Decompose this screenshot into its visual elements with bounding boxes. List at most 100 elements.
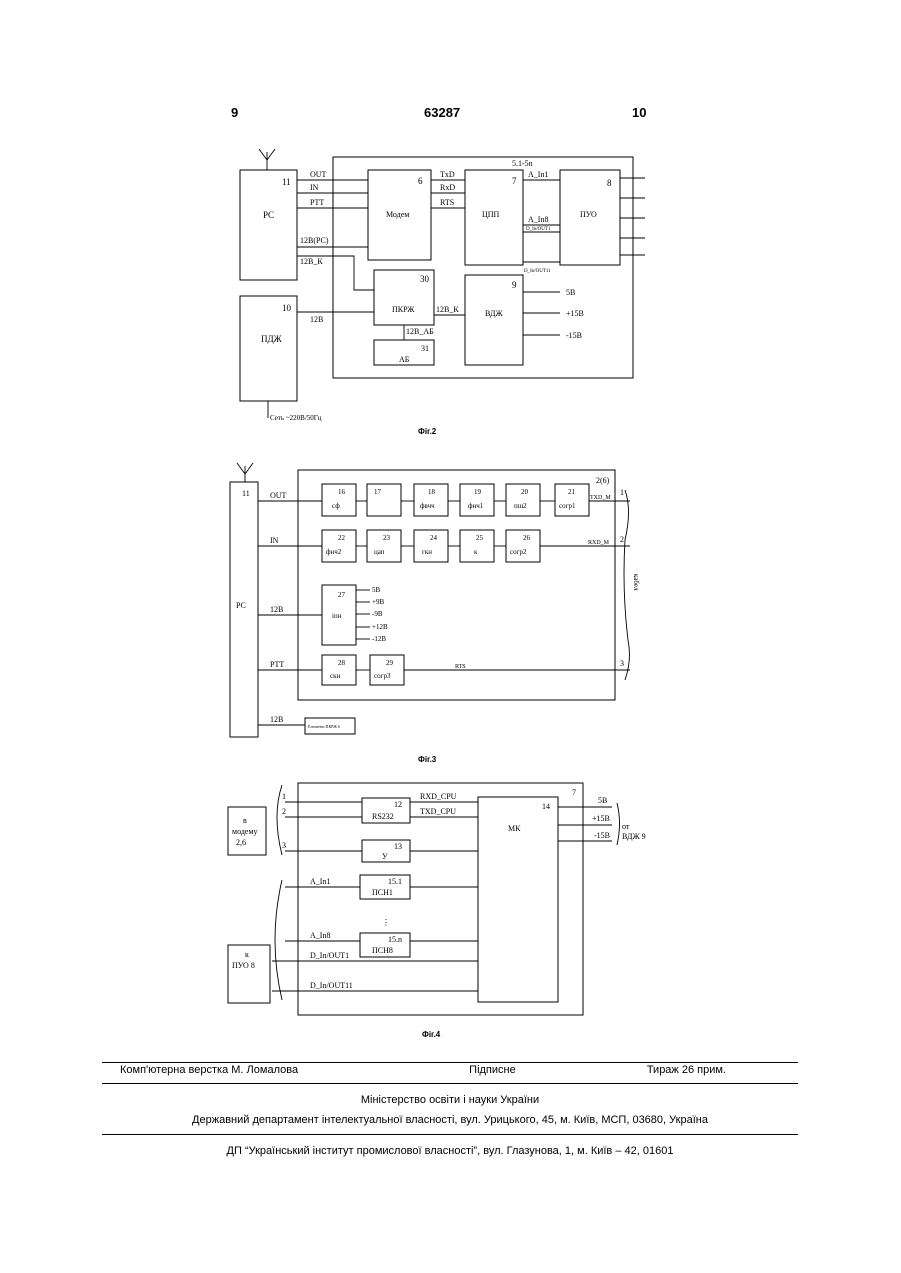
fig2-sig-12v-rs: 12В(РС) — [300, 236, 329, 245]
fig3-b23-num: 23 — [383, 534, 391, 542]
fig4-puo-line1: к — [245, 950, 249, 959]
fig3-b23-label: цап — [374, 548, 385, 556]
fig4-modem-line2: модему — [232, 827, 258, 836]
fig4-sig-txd: TXD_CPU — [420, 807, 456, 816]
figure-2-diagram: 11 PC 6 Модем 7 ЦПП 8 ПУО 30 ПКРЖ 9 ВДЖ … — [0, 0, 901, 440]
fig2-sig-in: IN — [310, 183, 319, 192]
fig3-b26-num: 26 — [523, 534, 531, 542]
fig2-modem-num: 6 — [418, 176, 423, 186]
fig2-vdzh-label: ВДЖ — [485, 309, 503, 318]
fig2-rs-label: PC — [263, 210, 274, 220]
fig3-sig-rts: RTS — [455, 664, 466, 670]
fig4-modem-line1: в — [243, 816, 247, 825]
fig3-b25-num: 25 — [476, 534, 484, 542]
fig3-b24-label: гкн — [422, 548, 432, 556]
fig2-sig-rts: RTS — [440, 198, 454, 207]
fig2-sig-p15v: +15В — [566, 309, 584, 318]
fig4-psn8-num: 15.n — [388, 935, 402, 944]
footer-department: Державний департамент інтелектуальної вл… — [102, 1114, 798, 1126]
fig3-sig-12v-bottom: 12В — [270, 715, 283, 724]
fig3-b24-num: 24 — [430, 534, 438, 542]
fig4-sig-a-in1: A_In1 — [310, 877, 330, 886]
fig3-b27-label: іпн — [332, 612, 342, 620]
fig2-sig-d-io1: D_In/OUT1 — [526, 227, 551, 232]
figure-4-diagram: 7 14 МК 12 RS232 13 У 15.1 ПСН1 15.n ПСН… — [0, 775, 901, 1045]
fig3-b29-label: согр3 — [374, 672, 391, 680]
fig3-b22-label: фнч2 — [326, 548, 342, 556]
fig3-pkrzh-elements-label: Елементи ПКРЖ 6 — [308, 724, 340, 729]
fig2-sig-txd: TxD — [440, 170, 455, 179]
footer-ministry: Міністерство освіти і науки України — [102, 1094, 798, 1106]
fig4-puo-line2: ПУО 8 — [232, 961, 255, 970]
fig2-sig-m15v: -15В — [566, 331, 582, 340]
fig3-rs-label: PC — [236, 601, 246, 610]
fig2-sig-12v-k: 12В_К — [300, 257, 323, 266]
fig3-b25-label: к — [474, 548, 478, 556]
fig2-rs-num: 11 — [282, 177, 291, 187]
fig3-sig-txd-m: TXD_M — [590, 495, 611, 501]
figure-3-diagram: 11 PC 2(6) кабел 16 сф 17 18 фвчч 19 фнч… — [0, 450, 901, 770]
fig3-b17-num: 17 — [374, 488, 382, 496]
fig2-sig-5v: 5В — [566, 288, 575, 297]
fig3-b18-label: фвчч — [420, 502, 435, 510]
fig2-sig-12v: 12В — [310, 315, 323, 324]
fig2-sig-d-io11: D_In/OUT11 — [524, 269, 551, 274]
fig3-b22-num: 22 — [338, 534, 346, 542]
fig2-sig-bus: 5.1-5n — [512, 159, 533, 168]
fig4-vdzh-line2: ВДЖ 9 — [622, 832, 646, 841]
fig3-rail-m9v: -9В — [372, 610, 383, 618]
fig3-rail-m12v: -12В — [372, 635, 386, 643]
fig3-b28-label: скн — [330, 672, 341, 680]
fig4-sig-rxd: RXD_CPU — [420, 792, 457, 801]
fig3-frame-label: 2(6) — [596, 476, 610, 485]
fig3-b19-num: 19 — [474, 488, 482, 496]
fig2-sig-12v-ab: 12В_АБ — [406, 327, 434, 336]
fig4-sig-d-io11: D_In/OUT11 — [310, 981, 353, 990]
fig4-frame-label: 7 — [572, 788, 576, 797]
fig3-b21-num: 21 — [568, 488, 576, 496]
fig4-sig-d-io1: D_In/OUT1 — [310, 951, 349, 960]
footer-print-run: Тираж 26 прим. — [647, 1064, 726, 1076]
fig2-modem-label: Модем — [386, 210, 409, 219]
fig3-port-1: 1 — [620, 488, 624, 497]
fig4-port-1: 1 — [282, 792, 286, 801]
fig2-caption: Фіг.2 — [418, 427, 437, 436]
fig4-box-puo — [228, 945, 270, 1003]
fig4-port-2: 2 — [282, 807, 286, 816]
fig3-port-2: 2 — [620, 535, 624, 544]
fig4-dots: ⋮ — [382, 918, 390, 927]
antenna-icon — [237, 463, 253, 482]
fig3-b26-label: согр2 — [510, 548, 527, 556]
footer-rule-top — [102, 1062, 798, 1063]
fig3-rail-p9v: +9В — [372, 598, 384, 606]
fig4-mk-num: 14 — [542, 802, 550, 811]
footer-rule-bottom — [102, 1134, 798, 1135]
fig2-vdzh-num: 9 — [512, 280, 517, 290]
fig2-pkrzh-num: 30 — [420, 274, 430, 284]
fig3-b27-num: 27 — [338, 591, 346, 599]
fig3-sig-out: OUT — [270, 491, 287, 500]
fig3-b18-num: 18 — [428, 488, 436, 496]
antenna-icon — [259, 149, 275, 170]
fig2-sig-12v-k2: 12В_К — [436, 305, 459, 314]
fig2-ab-num: 31 — [421, 344, 429, 353]
footer-row: Комп'ютерна верстка М. Ломалова Підписне… — [102, 1064, 798, 1076]
fig3-caption: Фіг.3 — [418, 755, 437, 764]
fig2-pdzh-label: ПДЖ — [261, 334, 283, 344]
fig2-puo-label: ПУО — [580, 210, 597, 219]
fig4-psn1-label: ПСН1 — [372, 888, 393, 897]
fig2-sig-a-in1: A_In1 — [528, 170, 548, 179]
fig3-b29-num: 29 — [386, 659, 394, 667]
fig4-rs232-label: RS232 — [372, 812, 394, 821]
fig4-sig-p15v: +15В — [592, 814, 610, 823]
fig3-b20-num: 20 — [521, 488, 529, 496]
fig3-sig-rxd-m: RXD_M — [588, 540, 610, 546]
fig3-rs-num: 11 — [242, 489, 250, 498]
fig2-puo-num: 8 — [607, 178, 612, 188]
fig2-pdzh-num: 10 — [282, 303, 292, 313]
fig4-vdzh-line1: от — [622, 822, 630, 831]
fig4-sig-a-in8: A_In8 — [310, 931, 330, 940]
fig2-sig-out: OUT — [310, 170, 327, 179]
footer-layout-credit: Комп'ютерна верстка М. Ломалова — [120, 1064, 298, 1076]
fig2-pkrzh-label: ПКРЖ — [392, 305, 415, 314]
